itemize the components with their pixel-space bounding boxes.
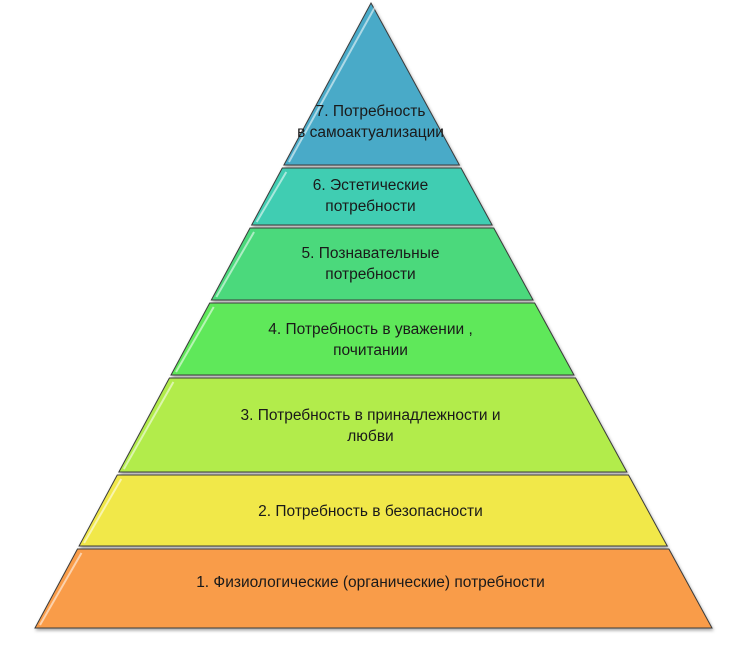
level-2-label: 2. Потребность в безопасности	[0, 501, 741, 522]
level-3-label: 3. Потребность в принадлежности и любви	[0, 405, 741, 447]
level-highlight	[175, 306, 215, 373]
pyramid-level-6	[250, 167, 493, 226]
level-5-line-1: 5. Познавательные	[301, 245, 440, 262]
pyramid-level-2	[78, 474, 669, 547]
level-1-line-1: 1. Физиологические (органические) потреб…	[196, 574, 545, 591]
pyramid-level-4	[170, 302, 575, 376]
level-highlight	[122, 381, 175, 470]
level-4-label: 4. Потребность в уважении , почитании	[0, 319, 741, 361]
level-highlight	[215, 231, 255, 298]
level-6-line-2: потребности	[325, 198, 416, 215]
pyramid-level-1	[34, 548, 713, 629]
level-1-label: 1. Физиологические (органические) потреб…	[0, 572, 741, 593]
level-highlight	[83, 478, 123, 544]
level-highlight	[288, 6, 376, 163]
level-4-line-2: почитании	[333, 342, 408, 359]
level-highlight	[255, 171, 288, 223]
pyramid-level-5	[210, 227, 534, 301]
level-5-label: 5. Познавательные потребности	[0, 243, 741, 285]
level-3-line-2: любви	[347, 428, 394, 445]
level-3-line-1: 3. Потребность в принадлежности и	[240, 407, 501, 424]
level-4-line-1: 4. Потребность в уважении ,	[268, 321, 473, 338]
level-highlight	[39, 552, 83, 626]
level-7-line-1: 7. Потребность	[315, 103, 426, 120]
level-6-line-1: 6. Эстетические	[312, 177, 429, 194]
pyramid-level-7	[283, 1, 461, 166]
level-2-line-1: 2. Потребность в безопасности	[258, 503, 483, 520]
level-7-line-2: в самоактуализации	[297, 124, 444, 141]
level-5-line-2: потребности	[325, 266, 416, 283]
pyramid-level-3	[118, 377, 628, 473]
level-6-label: 6. Эстетические потребности	[0, 175, 741, 217]
level-7-label: 7. Потребность в самоактуализации	[0, 101, 741, 143]
